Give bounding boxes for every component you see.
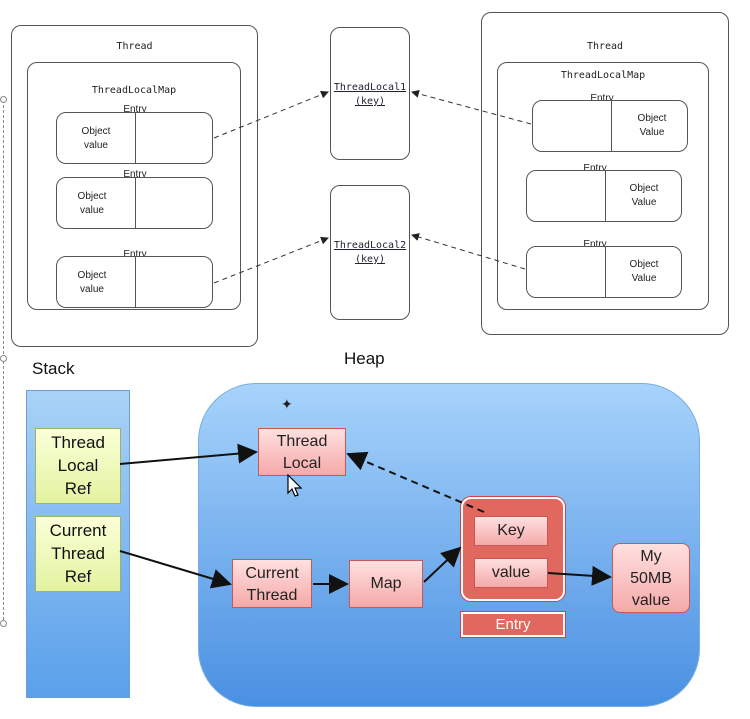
heap-entry-key-label: Key [497, 522, 525, 539]
right-entry-1-object: Object [637, 113, 667, 124]
arrow-right-entry1-to-tl1 [411, 89, 532, 125]
left-entry-3-value: value [80, 284, 104, 295]
threadlocal1-box: ThreadLocal1 (key) [330, 27, 410, 160]
heap-entry-value: value [474, 558, 548, 588]
stack-item-2-line1: Current [49, 521, 107, 540]
left-entry-label-2: Entry [123, 169, 147, 180]
left-entry-3-object: Object [77, 270, 107, 281]
left-entry-label-3: Entry [123, 249, 147, 260]
right-entry-1-value: Value [639, 127, 665, 138]
heap-thread-local-box: Thread Local [258, 428, 346, 476]
left-entry-1: Object value [56, 112, 213, 164]
stack-item-1-line2: Local [57, 456, 99, 475]
left-map-title: ThreadLocalMap [91, 85, 177, 96]
arrow-value-to-bigvalue [547, 565, 612, 586]
heap-current-thread-line1: Current [245, 565, 299, 582]
stack-item-1-line3: Ref [64, 479, 92, 498]
left-thread-title: Thread [116, 41, 153, 52]
left-entry-label-1: Entry [123, 104, 147, 115]
left-edge-handle-mid [0, 355, 7, 362]
right-entry-1: Object Value [532, 100, 688, 152]
heap-current-thread-line2: Thread [246, 587, 298, 604]
arrow-right-entry3-to-tl2 [411, 233, 526, 270]
right-entry-2-object: Object [629, 183, 659, 194]
left-edge-handle-bottom [0, 620, 7, 627]
big-value-line2: 50MB [630, 570, 672, 587]
left-entry-1-object: Object [81, 126, 111, 137]
left-entry-2: Object value [56, 177, 213, 229]
stack-item-1-line1: Thread [51, 433, 105, 452]
stack-item-2-line2: Thread [51, 544, 105, 563]
right-map-title: ThreadLocalMap [560, 70, 646, 81]
pointer-cursor-icon [287, 473, 303, 498]
heap-entry-label-box: Entry [461, 612, 565, 637]
big-value-line3: value [631, 592, 671, 609]
arrow-left-entry1-to-tl1 [213, 90, 329, 139]
right-entry-label-3: Entry [583, 239, 607, 250]
heap-big-value-box: My 50MB value [612, 543, 690, 613]
heap-current-thread-box: Current Thread [232, 559, 312, 608]
arrow-stack-ct-to-heap-ct [119, 550, 232, 589]
right-entry-3: Object Value [526, 246, 682, 298]
threadlocal2-name: ThreadLocal2 [333, 240, 407, 251]
left-edge-handle-top [0, 96, 7, 103]
threadlocal2-box: ThreadLocal2 (key) [330, 185, 410, 320]
right-entry-label-1: Entry [590, 93, 614, 104]
threadlocal1-name: ThreadLocal1 [333, 82, 407, 93]
right-thread-title: Thread [586, 41, 624, 52]
threadlocal2-key: (key) [354, 254, 386, 265]
threadlocal1-key: (key) [354, 96, 386, 107]
arrow-stack-tl-to-heap-tl [119, 443, 258, 465]
stack-label: Stack [32, 359, 75, 378]
right-entry-2: Object Value [526, 170, 682, 222]
left-entry-3: Object value [56, 256, 213, 308]
heap-thread-local-line2: Local [282, 455, 322, 472]
arrow-left-entry3-to-tl2 [213, 236, 329, 284]
heap-entry-value-label: value [491, 564, 531, 581]
heap-label: Heap [344, 349, 385, 368]
arrow-map-to-entry [423, 546, 462, 583]
right-entry-3-object: Object [629, 259, 659, 270]
stack-thread-local-ref: Thread Local Ref [35, 428, 121, 504]
left-entry-2-object: Object [77, 191, 107, 202]
stack-current-thread-ref: Current Thread Ref [35, 516, 121, 592]
heap-map-label: Map [370, 575, 402, 592]
left-entry-1-value: value [84, 140, 108, 151]
heap-entry-key: Key [474, 516, 548, 546]
left-entry-2-value: value [80, 205, 104, 216]
right-entry-label-2: Entry [583, 163, 607, 174]
move-cursor-icon: ✦ [281, 396, 293, 412]
heap-entry-label: Entry [495, 616, 531, 633]
heap-thread-local-line1: Thread [276, 433, 328, 450]
big-value-line1: My [640, 548, 662, 565]
heap-map-box: Map [349, 560, 423, 608]
arrow-key-dashed-to-tl [346, 451, 485, 513]
left-edge-dashed-line [3, 100, 4, 625]
right-entry-3-value: Value [631, 273, 657, 284]
right-entry-2-value: Value [631, 197, 657, 208]
stack-item-2-line3: Ref [64, 567, 92, 586]
